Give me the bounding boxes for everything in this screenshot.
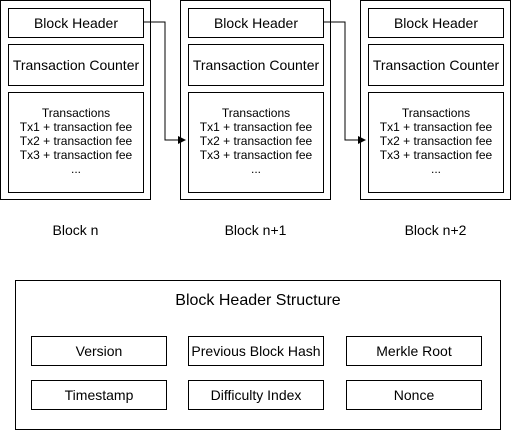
transaction-line: Tx1 + transaction fee bbox=[19, 120, 133, 134]
transactions-title: Transactions bbox=[401, 106, 471, 120]
field-previous-block-hash: Previous Block Hash bbox=[188, 336, 324, 366]
transaction-line: Tx3 + transaction fee bbox=[19, 148, 133, 162]
block-n-plus-1: Block Header Transaction Counter Transac… bbox=[180, 0, 331, 200]
block-header-box: Block Header bbox=[8, 8, 144, 38]
transactions-box: Transactions Tx1 + transaction fee Tx2 +… bbox=[368, 92, 504, 193]
transaction-counter-box: Transaction Counter bbox=[188, 44, 324, 86]
transaction-line: Tx3 + transaction fee bbox=[199, 148, 313, 162]
transaction-line: Tx2 + transaction fee bbox=[379, 134, 493, 148]
transaction-ellipsis: ... bbox=[70, 162, 81, 176]
transaction-ellipsis: ... bbox=[250, 162, 261, 176]
transactions-title: Transactions bbox=[41, 106, 111, 120]
transaction-counter-box: Transaction Counter bbox=[368, 44, 504, 86]
field-timestamp: Timestamp bbox=[31, 380, 167, 410]
block-n-plus-2: Block Header Transaction Counter Transac… bbox=[360, 0, 511, 200]
transactions-box: Transactions Tx1 + transaction fee Tx2 +… bbox=[8, 92, 144, 193]
block-header-box: Block Header bbox=[368, 8, 504, 38]
transaction-line: Tx2 + transaction fee bbox=[19, 134, 133, 148]
field-merkle-root: Merkle Root bbox=[346, 336, 482, 366]
transactions-title: Transactions bbox=[221, 106, 291, 120]
block-header-box: Block Header bbox=[188, 8, 324, 38]
transaction-line: Tx1 + transaction fee bbox=[379, 120, 493, 134]
transaction-line: Tx3 + transaction fee bbox=[379, 148, 493, 162]
field-difficulty-index: Difficulty Index bbox=[188, 380, 324, 410]
block-n: Block Header Transaction Counter Transac… bbox=[0, 0, 151, 200]
block-label: Block n bbox=[52, 222, 99, 238]
block-label: Block n+1 bbox=[224, 222, 287, 238]
transaction-ellipsis: ... bbox=[430, 162, 441, 176]
field-nonce: Nonce bbox=[346, 380, 482, 410]
block-label: Block n+2 bbox=[404, 222, 467, 238]
transaction-counter-box: Transaction Counter bbox=[8, 44, 144, 86]
transactions-box: Transactions Tx1 + transaction fee Tx2 +… bbox=[188, 92, 324, 193]
transaction-line: Tx2 + transaction fee bbox=[199, 134, 313, 148]
structure-title: Block Header Structure bbox=[175, 292, 341, 309]
field-version: Version bbox=[31, 336, 167, 366]
block-header-structure: Block Header Structure Version Previous … bbox=[15, 280, 501, 430]
transaction-line: Tx1 + transaction fee bbox=[199, 120, 313, 134]
